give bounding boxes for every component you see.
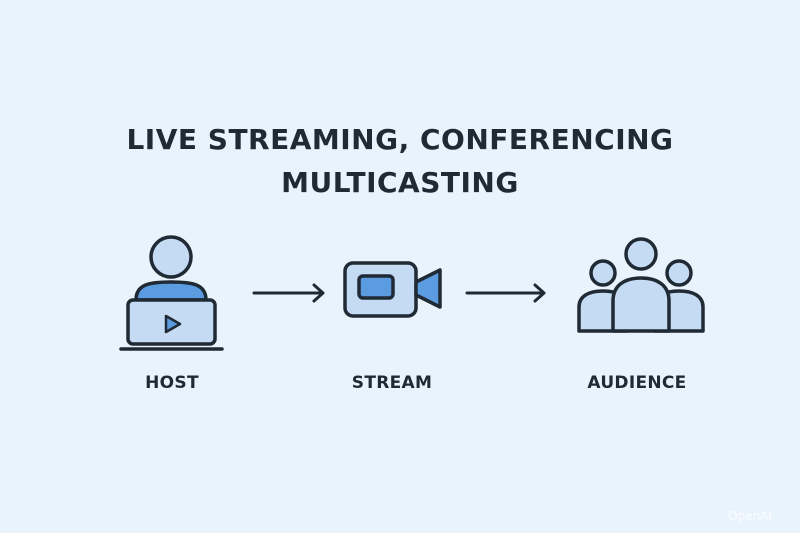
audience-right-head <box>665 259 693 287</box>
arrow-icon <box>252 283 325 303</box>
people-group-icon <box>577 237 705 333</box>
host-body <box>134 280 208 302</box>
camera-lens <box>357 274 395 300</box>
camera-viewfinder <box>414 268 442 309</box>
audience-center-head <box>624 237 658 271</box>
arrow-icon <box>465 283 546 303</box>
diagram-title: LIVE STREAMING, CONFERENCING MULTICASTIN… <box>0 118 800 204</box>
audience-left-head <box>589 259 617 287</box>
watermark: OpenAI <box>728 509 772 523</box>
video-camera-icon <box>343 261 442 318</box>
host-head <box>149 235 193 279</box>
audience-center-body <box>611 276 671 333</box>
title-line-2: MULTICASTING <box>281 166 519 199</box>
stream-label: STREAM <box>351 373 433 393</box>
play-icon <box>164 314 182 334</box>
host-label: HOST <box>145 373 199 393</box>
title-line-1: LIVE STREAMING, CONFERENCING <box>126 123 674 156</box>
audience-label: AUDIENCE <box>587 373 687 393</box>
person-laptop-icon <box>119 235 224 351</box>
